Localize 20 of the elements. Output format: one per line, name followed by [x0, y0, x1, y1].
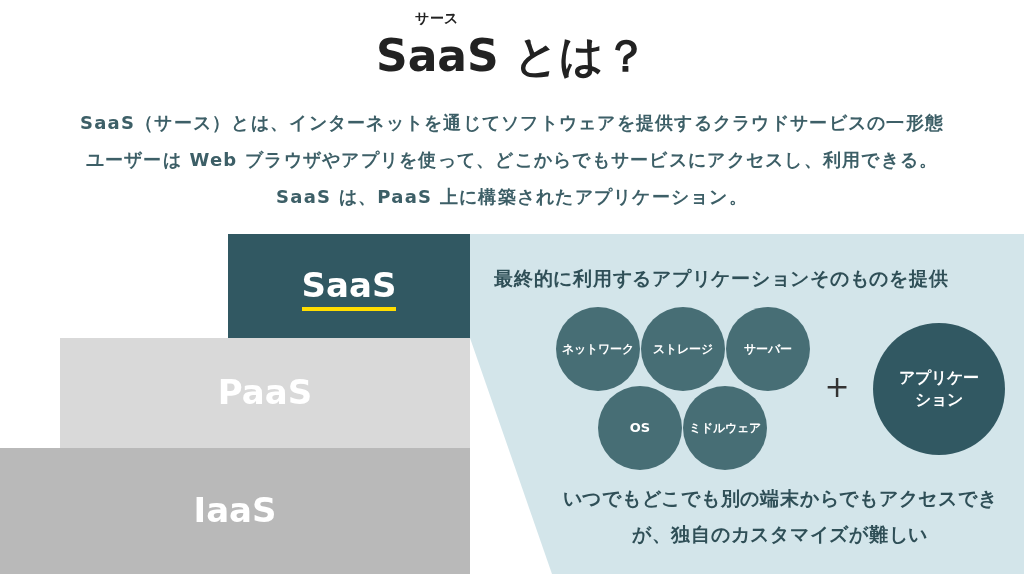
circle-label: アプリケーション	[898, 366, 980, 411]
description-line: ユーザーは Web ブラウザやアプリを使って、どこからでもサービスにアクセスし、利用できる。	[85, 148, 939, 172]
layer-label: SaaS	[301, 266, 397, 312]
description-line: SaaS（サース）とは、インターネットを通じてソフトウェアを提供するクラウドサービスの一形態	[79, 111, 945, 135]
panel-heading: 最終的に利用するアプリケーションそのものを提供	[494, 266, 949, 291]
layer-block	[0, 448, 470, 574]
description-line: SaaS は、PaaS 上に構築されたアプリケーション。	[276, 185, 748, 209]
reading-annotation: サース	[414, 9, 460, 28]
circle-label: ミドルウェア	[689, 419, 761, 437]
callout-panel	[470, 234, 1024, 574]
circle-label: OS	[629, 418, 651, 437]
panel-text: いつでもどこでも別の端末からでもアクセスできが、独自のカスタマイズが難しい	[561, 486, 999, 547]
circle-label: ネットワーク	[562, 340, 634, 358]
circle-label: ストレージ	[653, 340, 713, 358]
plus-sign: +	[824, 372, 850, 402]
circle-label: サーバー	[744, 340, 792, 358]
title: SaaS とは？	[375, 29, 649, 83]
layer-label: IaaS	[193, 492, 277, 530]
layer-block	[228, 234, 470, 338]
layer-block	[60, 338, 470, 448]
